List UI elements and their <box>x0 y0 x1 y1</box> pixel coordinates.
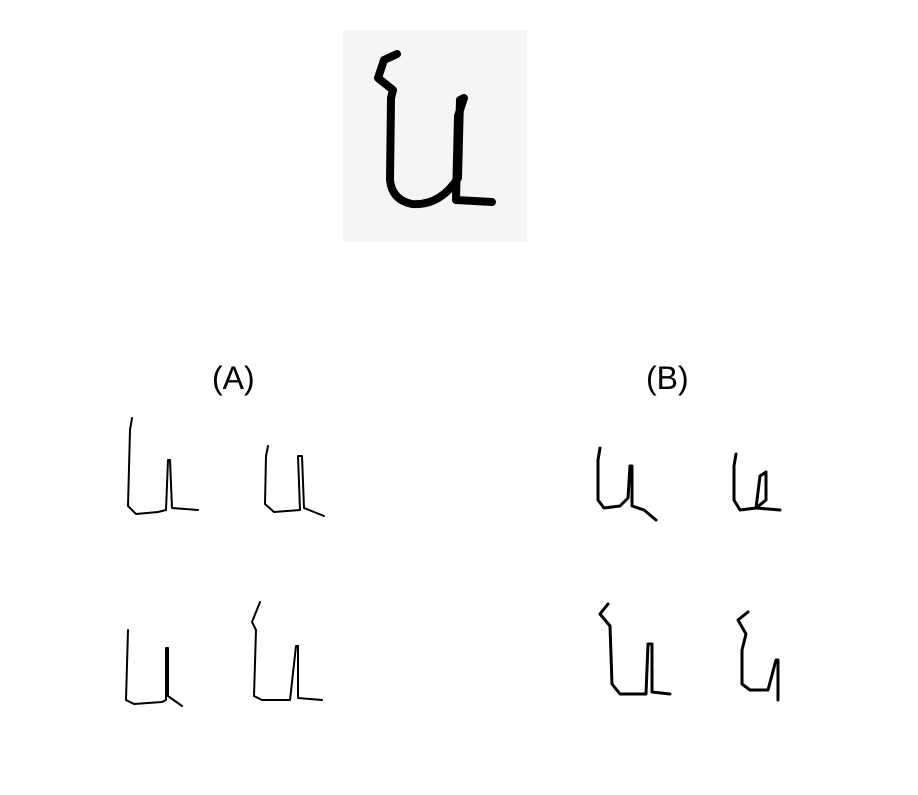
sample-b2-character-icon <box>732 452 782 512</box>
sample-b1-character-icon <box>596 446 658 522</box>
sample-b4-character-icon <box>736 610 780 702</box>
target-panel <box>343 30 527 242</box>
target-character-icon <box>374 50 496 209</box>
sample-a4-character-icon <box>251 601 323 701</box>
group-b-samples <box>596 446 782 702</box>
group-a-samples <box>125 417 325 707</box>
sample-a3-character-icon <box>125 629 183 707</box>
group-b-label: (B) <box>646 360 689 396</box>
target-sample <box>343 30 527 242</box>
group-a-label: (A) <box>212 360 255 396</box>
sample-a1-character-icon <box>127 417 199 515</box>
sample-a2-character-icon <box>264 445 325 517</box>
sample-b3-character-icon <box>598 602 672 696</box>
